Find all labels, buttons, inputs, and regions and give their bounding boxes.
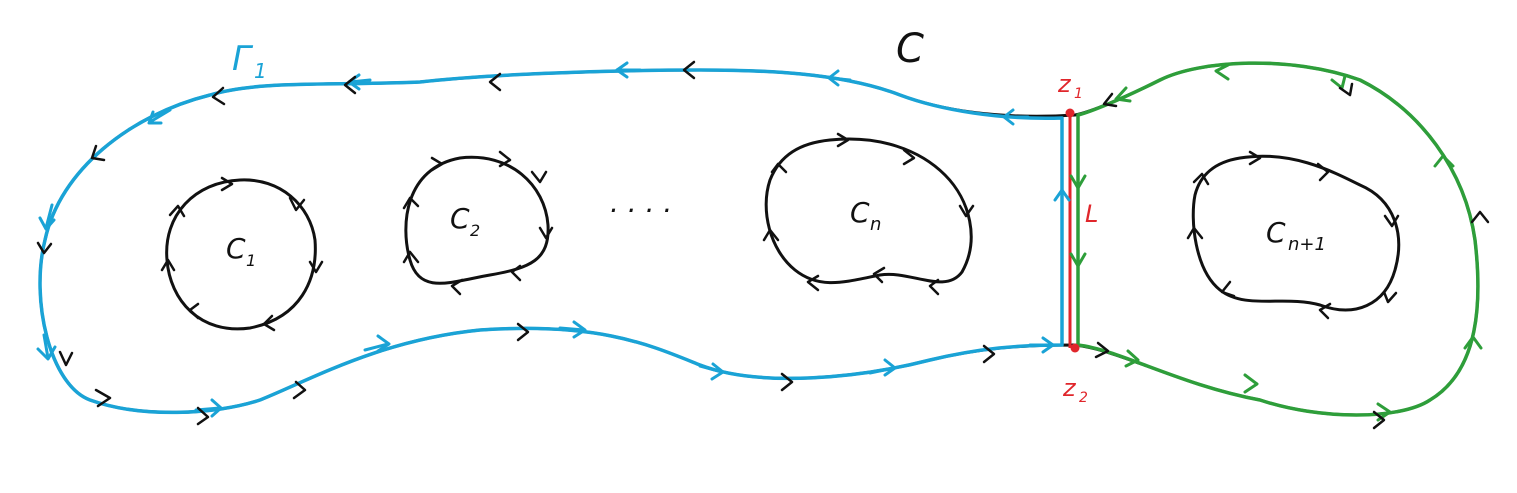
point-z1-label: z xyxy=(1057,70,1072,98)
point-z2-subscript: 2 xyxy=(1079,390,1088,406)
hole-c2-arrowheads xyxy=(402,150,554,296)
hole-c1-label: C xyxy=(226,232,246,265)
hole-c2-subscript: 2 xyxy=(470,221,480,240)
outer-boundary-arrowheads xyxy=(36,60,1490,430)
hole-cn-label: C xyxy=(850,196,870,229)
point-z1-subscript: 1 xyxy=(1074,86,1083,102)
point-z2-label: z xyxy=(1062,374,1077,402)
hole-cn1-label: C xyxy=(1266,216,1286,249)
gamma-1-path xyxy=(38,68,1064,415)
hole-c2-curve xyxy=(404,155,550,285)
hole-cn-subscript: n xyxy=(870,214,881,235)
hole-c1-subscript: 1 xyxy=(246,251,256,270)
ellipsis: . . . . xyxy=(610,186,672,219)
outer-curve-label: C xyxy=(896,26,924,72)
hole-cn-arrowheads xyxy=(762,132,975,296)
gamma-1-arrows xyxy=(42,68,1064,412)
cut-line-label: L xyxy=(1085,200,1098,228)
hole-c1-arrowheads xyxy=(160,176,324,332)
hole-cn-curve xyxy=(764,137,973,285)
hole-cn1-arrowheads xyxy=(1186,150,1400,320)
hole-c2-label: C xyxy=(450,202,470,235)
point-z1-dot xyxy=(1065,108,1075,118)
gamma-1-subscript: 1 xyxy=(254,59,267,83)
right-region-path xyxy=(1076,61,1480,417)
point-z2-dot xyxy=(1070,343,1080,353)
gamma-1-label: Γ xyxy=(232,39,254,79)
outer-boundary-curve xyxy=(38,61,1480,417)
hole-c1-curve xyxy=(165,178,317,331)
hole-cn1-subscript: n+1 xyxy=(1288,234,1326,255)
